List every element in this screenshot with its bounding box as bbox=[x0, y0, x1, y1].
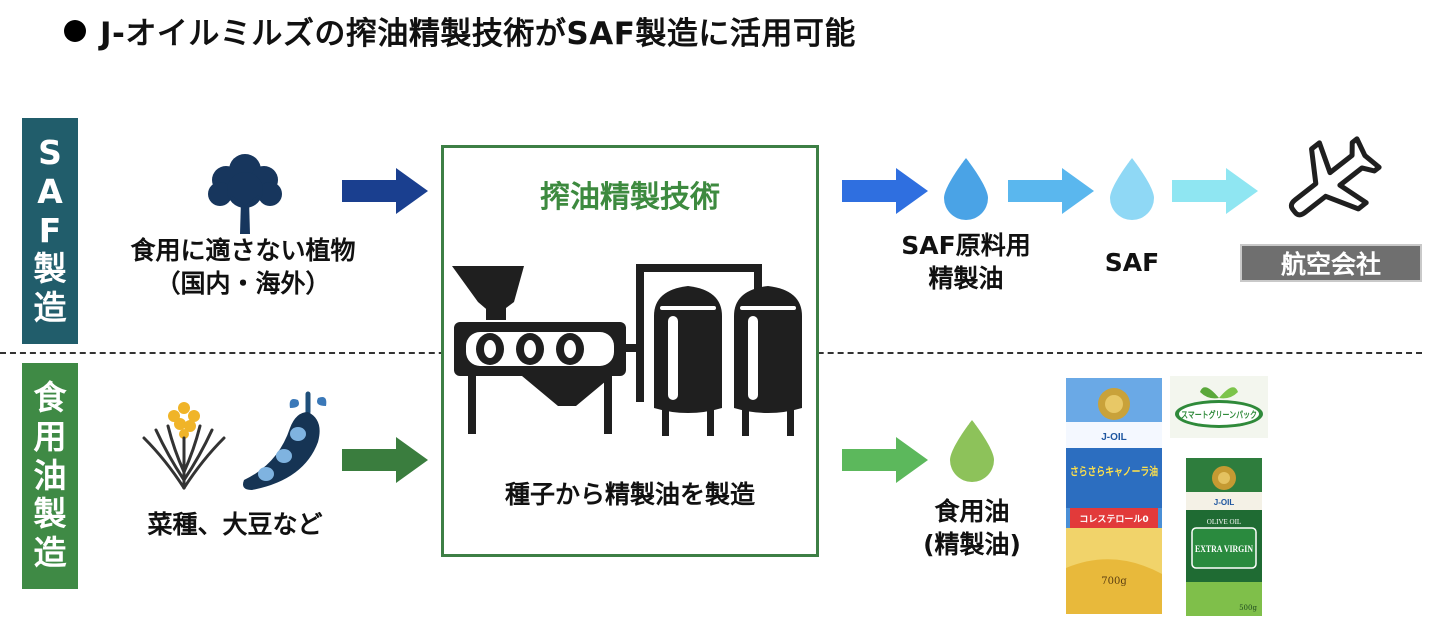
arrow-saf-oil-to-saf bbox=[1008, 168, 1094, 214]
center-title: 搾油精製技術 bbox=[540, 180, 720, 215]
food-input-label: 菜種、大豆など bbox=[147, 510, 323, 539]
saf-input-label: 食用に適さない植物 （国内・海外） bbox=[98, 235, 388, 300]
arrow-saf-to-center bbox=[342, 168, 428, 214]
rapeseed-icon bbox=[142, 402, 226, 490]
arrow-center-to-saf-oil bbox=[842, 168, 928, 214]
olive-oil-carton: J-OIL OLIVE OIL EXTRA VIRGIN 500g bbox=[1186, 458, 1262, 616]
arrow-center-to-food-oil bbox=[842, 437, 928, 483]
center-caption: 種子から精製油を製造 bbox=[504, 480, 755, 509]
tree-icon bbox=[208, 154, 282, 234]
airline-badge: 航空会社 bbox=[1240, 244, 1422, 282]
row-label-food: 食 用 油 製 造 bbox=[22, 363, 78, 589]
row-label-saf: S A F 製 造 bbox=[22, 118, 78, 344]
canola-product-name: さらさらキャノーラ油 bbox=[1070, 464, 1158, 478]
row-label-char: 油 bbox=[33, 455, 67, 495]
row-label-char: 製 bbox=[33, 249, 67, 289]
food-oil-label-line: (精製油) bbox=[923, 529, 1021, 559]
food-oil-drop-icon bbox=[950, 420, 994, 482]
oil-press-machine-icon bbox=[452, 264, 802, 436]
row-label-char: F bbox=[38, 210, 62, 250]
canola-tag: コレステロール0 bbox=[1079, 514, 1148, 525]
olive-product-name: EXTRA VIRGIN bbox=[1195, 544, 1253, 554]
saf-input-label-line: （国内・海外） bbox=[155, 268, 331, 298]
olive-line: OLIVE OIL bbox=[1207, 518, 1241, 526]
saf-oil-label-line: SAF原料用 bbox=[901, 231, 1031, 260]
canola-oil-carton: J-OIL さらさらキャノーラ油 コレステロール0 700g bbox=[1066, 378, 1162, 614]
saf-drop-icon bbox=[1110, 158, 1154, 220]
canola-brand: J-OIL bbox=[1101, 432, 1127, 443]
food-oil-label: 食用油 (精製油) bbox=[872, 496, 1072, 561]
saf-label: SAF bbox=[1104, 248, 1160, 277]
arrow-saf-to-airline bbox=[1172, 168, 1258, 214]
food-oil-label-line: 食用油 bbox=[934, 497, 1010, 526]
row-label-char: 食 bbox=[33, 377, 67, 417]
oil-drop-icon bbox=[944, 158, 988, 220]
page-title: J-オイルミルズの搾油精製技術がSAF製造に活用可能 bbox=[64, 8, 856, 53]
row-label-char: 用 bbox=[33, 416, 67, 456]
canola-weight: 700g bbox=[1101, 576, 1127, 587]
row-label-char: 造 bbox=[33, 288, 67, 328]
badge-text: スマートグリーンパック bbox=[1181, 409, 1257, 421]
saf-oil-label: SAF原料用 精製油 bbox=[866, 230, 1066, 295]
row-label-char: S bbox=[38, 132, 62, 172]
bullet-dot bbox=[64, 20, 86, 42]
airplane-icon bbox=[1288, 136, 1382, 218]
smart-green-pack-badge: スマートグリーンパック bbox=[1170, 376, 1268, 438]
saf-input-label-line: 食用に適さない植物 bbox=[130, 236, 356, 265]
soybean-icon bbox=[243, 391, 327, 490]
row-label-char: 製 bbox=[33, 494, 67, 534]
olive-weight: 500g bbox=[1239, 604, 1257, 612]
arrow-food-to-center bbox=[342, 437, 428, 483]
row-label-char: A bbox=[37, 171, 63, 211]
page-title-text: J-オイルミルズの搾油精製技術がSAF製造に活用可能 bbox=[100, 16, 856, 52]
saf-oil-label-line: 精製油 bbox=[928, 263, 1004, 293]
olive-brand: J-OIL bbox=[1214, 498, 1235, 507]
row-label-char: 造 bbox=[33, 533, 67, 573]
